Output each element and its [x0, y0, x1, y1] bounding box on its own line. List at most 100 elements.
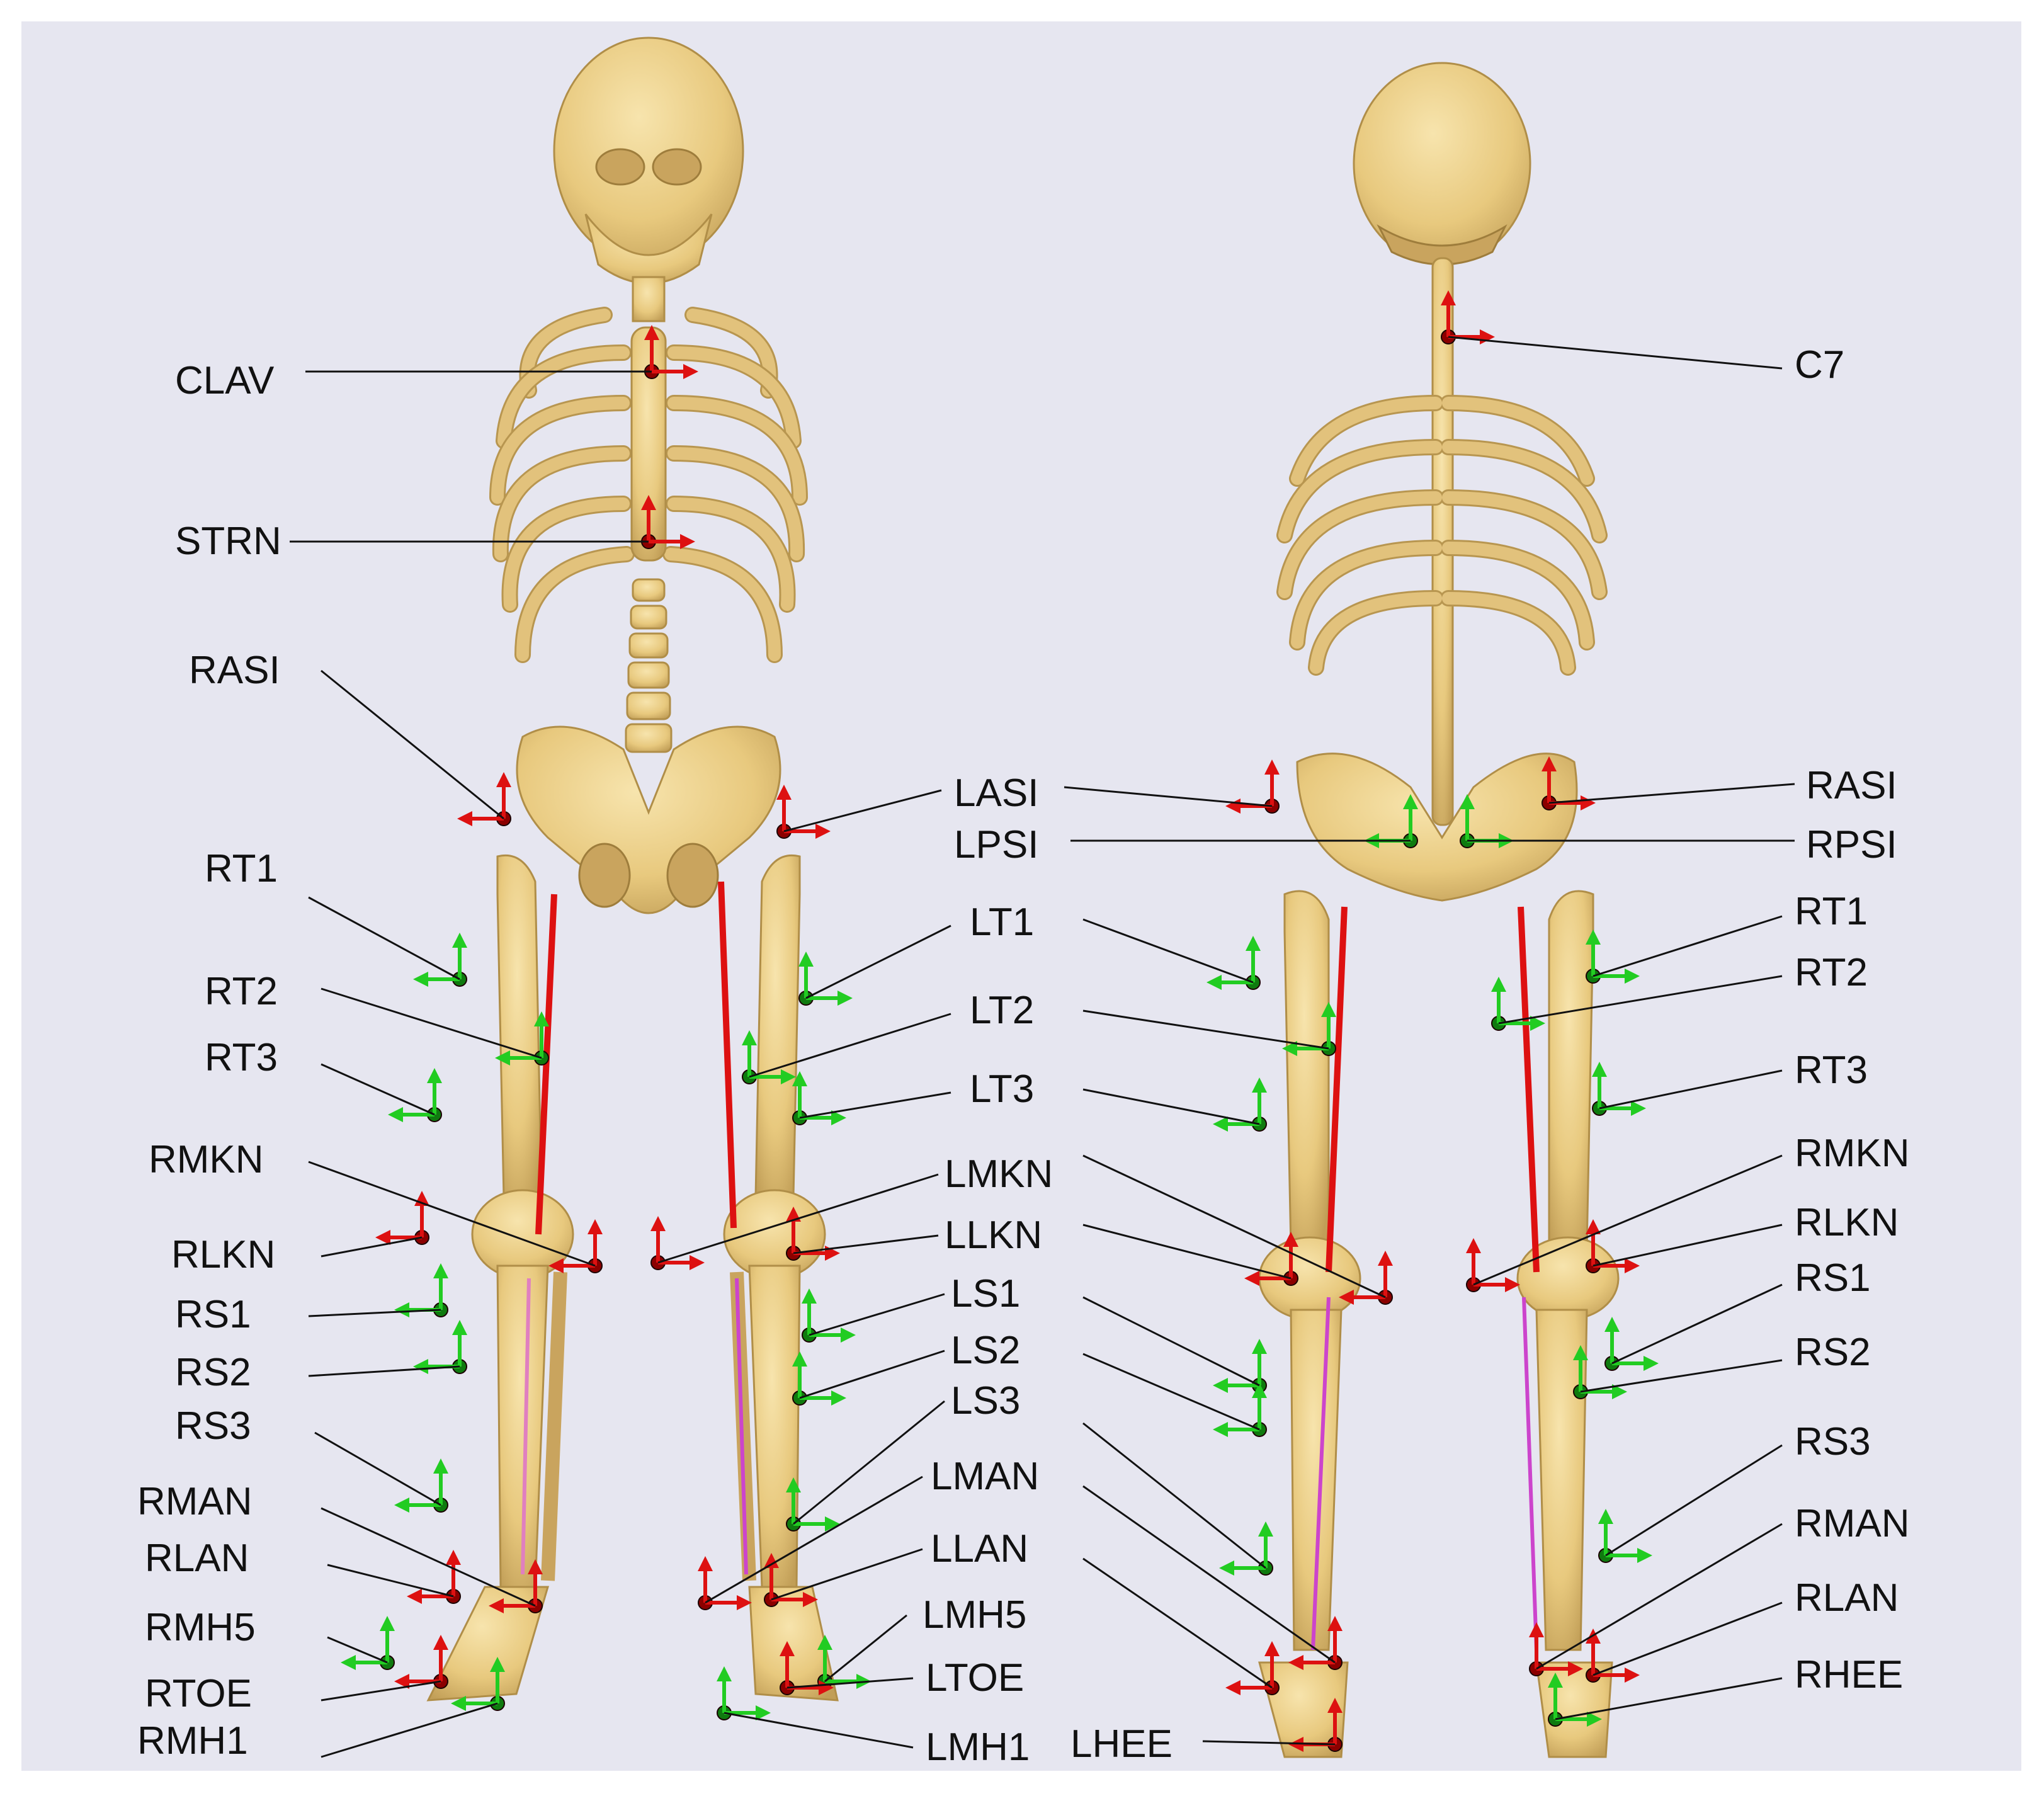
- leader-ltoe: [786, 1677, 914, 1689]
- label-back-rhee: RHEE: [1795, 1653, 1903, 1697]
- label-back-lpsi: LPSI: [954, 823, 1038, 867]
- leader-rman: [321, 1507, 536, 1607]
- label-back-rs2: RS2: [1795, 1331, 1871, 1374]
- leader-rlan-back: [1593, 1601, 1783, 1676]
- leader-rt1-back: [1593, 915, 1783, 977]
- arrowhead-side-rlkn: [375, 1230, 390, 1245]
- leader-lasi: [783, 789, 942, 833]
- leader-lines: [290, 336, 1795, 1758]
- arrowhead-up-rmh5: [380, 1616, 395, 1631]
- arrowhead-up-lhee: [1327, 1698, 1343, 1713]
- arrowhead-side-rman: [489, 1598, 504, 1613]
- leader-rt3-back: [1599, 1069, 1783, 1110]
- label-front-rasi: RASI: [189, 649, 280, 692]
- label-front-llan: LLAN: [931, 1527, 1028, 1571]
- arrowhead-side-lt3-back: [1213, 1117, 1228, 1132]
- arrowhead-up-rt1: [452, 933, 467, 948]
- arrowhead-up-rt3: [427, 1068, 442, 1083]
- arrowhead-up-rt2-back: [1491, 977, 1506, 992]
- back-skeleton: [1258, 62, 1620, 1758]
- arrowhead-up-lt3-back: [1252, 1077, 1267, 1093]
- front-skull: [553, 37, 744, 266]
- label-front-lt1: LT1: [970, 901, 1034, 944]
- arrowhead-side-rt3-back: [1631, 1101, 1646, 1116]
- arrowhead-up-rman: [528, 1559, 543, 1574]
- front-obturator-right: [578, 843, 631, 908]
- arrowhead-up-lt2: [742, 1030, 757, 1045]
- arrowhead-side-rs1-back: [1644, 1356, 1659, 1371]
- leader-lt3: [799, 1091, 951, 1119]
- front-eye-socket-left: [652, 148, 702, 186]
- leader-rmkn-back: [1473, 1154, 1783, 1286]
- label-back-rt3: RT3: [1795, 1049, 1868, 1092]
- front-skeleton: [426, 37, 839, 1702]
- arrowhead-side-rs1: [394, 1302, 409, 1317]
- label-front-lman: LMAN: [931, 1455, 1039, 1498]
- arrowhead-up-rt1-back: [1586, 929, 1601, 945]
- leader-rtoe: [321, 1680, 441, 1702]
- arrowhead-up-rt3-back: [1592, 1062, 1607, 1077]
- arrowhead-side-rhee: [1587, 1712, 1602, 1727]
- arrowhead-side-rs2-back: [1612, 1384, 1627, 1399]
- arrowhead-up-rlkn-back: [1586, 1219, 1601, 1234]
- leader-ls1-back: [1082, 1296, 1260, 1387]
- arrowhead-side-rt2-back: [1530, 1016, 1545, 1031]
- leader-rlkn-back: [1593, 1224, 1783, 1267]
- label-front-rs3: RS3: [175, 1404, 251, 1448]
- label-front-rmh1: RMH1: [137, 1719, 248, 1763]
- arrowhead-up-rt2: [534, 1011, 549, 1026]
- leader-lt3-back: [1082, 1088, 1260, 1125]
- label-front-rlan: RLAN: [145, 1537, 249, 1580]
- front-jaw: [584, 213, 713, 285]
- leader-rlan: [327, 1564, 454, 1598]
- arrowhead-up-strn: [641, 495, 656, 510]
- front-pelvis: [516, 725, 781, 914]
- arrowhead-up-lt1: [798, 952, 814, 967]
- arrowhead-up-rs1-back: [1604, 1317, 1620, 1332]
- leader-lmkn-back: [1082, 1154, 1386, 1299]
- arrowhead-up-ls1-back: [1252, 1339, 1267, 1354]
- arrowhead-up-rs3-back: [1598, 1509, 1613, 1524]
- leader-ls2: [799, 1350, 945, 1399]
- arrowhead-side-rlkn-back: [1625, 1258, 1640, 1273]
- arrowhead-up-lt2-back: [1321, 1002, 1336, 1017]
- front-fibula-right: [541, 1271, 567, 1581]
- label-back-rs1: RS1: [1795, 1256, 1871, 1300]
- arrowhead-up-rs3: [433, 1458, 448, 1474]
- arrowhead-up-ltoe: [780, 1641, 795, 1656]
- label-front-ls3: LS3: [951, 1379, 1020, 1423]
- back-muscle-line-left: [1326, 906, 1348, 1273]
- back-labels-right-group: C7 RASI RPSI RT1 RT2 RT3 RMKN RLKN RS1 R…: [1795, 343, 1910, 1697]
- arrowhead-up-rhee: [1548, 1673, 1563, 1688]
- leader-rt2-back: [1498, 975, 1783, 1025]
- back-skull-base: [1377, 224, 1507, 266]
- arrowhead-up-llkn-back: [1283, 1232, 1298, 1247]
- arrowhead-side-ls1-back: [1213, 1378, 1228, 1393]
- back-shank-line-left: [1311, 1297, 1331, 1651]
- arrowhead-up-rasi-back: [1542, 756, 1557, 771]
- arrowhead-side-clav: [683, 364, 698, 379]
- arrowhead-up-lmh5: [817, 1635, 832, 1650]
- arrowhead-side-lt2: [781, 1069, 796, 1084]
- arrowhead-side-rmkn-back: [1505, 1277, 1520, 1292]
- arrowhead-up-ls2: [792, 1351, 807, 1367]
- leader-lasi-back-from-front-label: [1064, 786, 1273, 807]
- arrowhead-up-clav: [644, 325, 659, 340]
- label-front-rt1: RT1: [205, 847, 278, 890]
- label-front-rmkn: RMKN: [149, 1138, 264, 1181]
- back-muscle-line-right: [1518, 906, 1540, 1273]
- arrowhead-up-ls2-back: [1252, 1383, 1267, 1398]
- leader-rlkn: [321, 1236, 423, 1258]
- label-front-lt2: LT2: [970, 989, 1034, 1032]
- front-muscle-line-right: [535, 894, 557, 1235]
- arrowhead-side-lasi: [815, 824, 831, 839]
- leader-rhee: [1555, 1677, 1783, 1720]
- front-shank-line-left: [735, 1278, 748, 1575]
- arrowhead-side-rtoe: [394, 1674, 409, 1689]
- back-labels-left-group: LPSI LHEE: [954, 823, 1172, 1766]
- front-foot-right: [426, 1586, 550, 1702]
- label-back-rpsi: RPSI: [1806, 823, 1897, 867]
- arrowhead-up-rtoe: [433, 1635, 448, 1650]
- arrowhead-up-rmh1: [490, 1657, 505, 1672]
